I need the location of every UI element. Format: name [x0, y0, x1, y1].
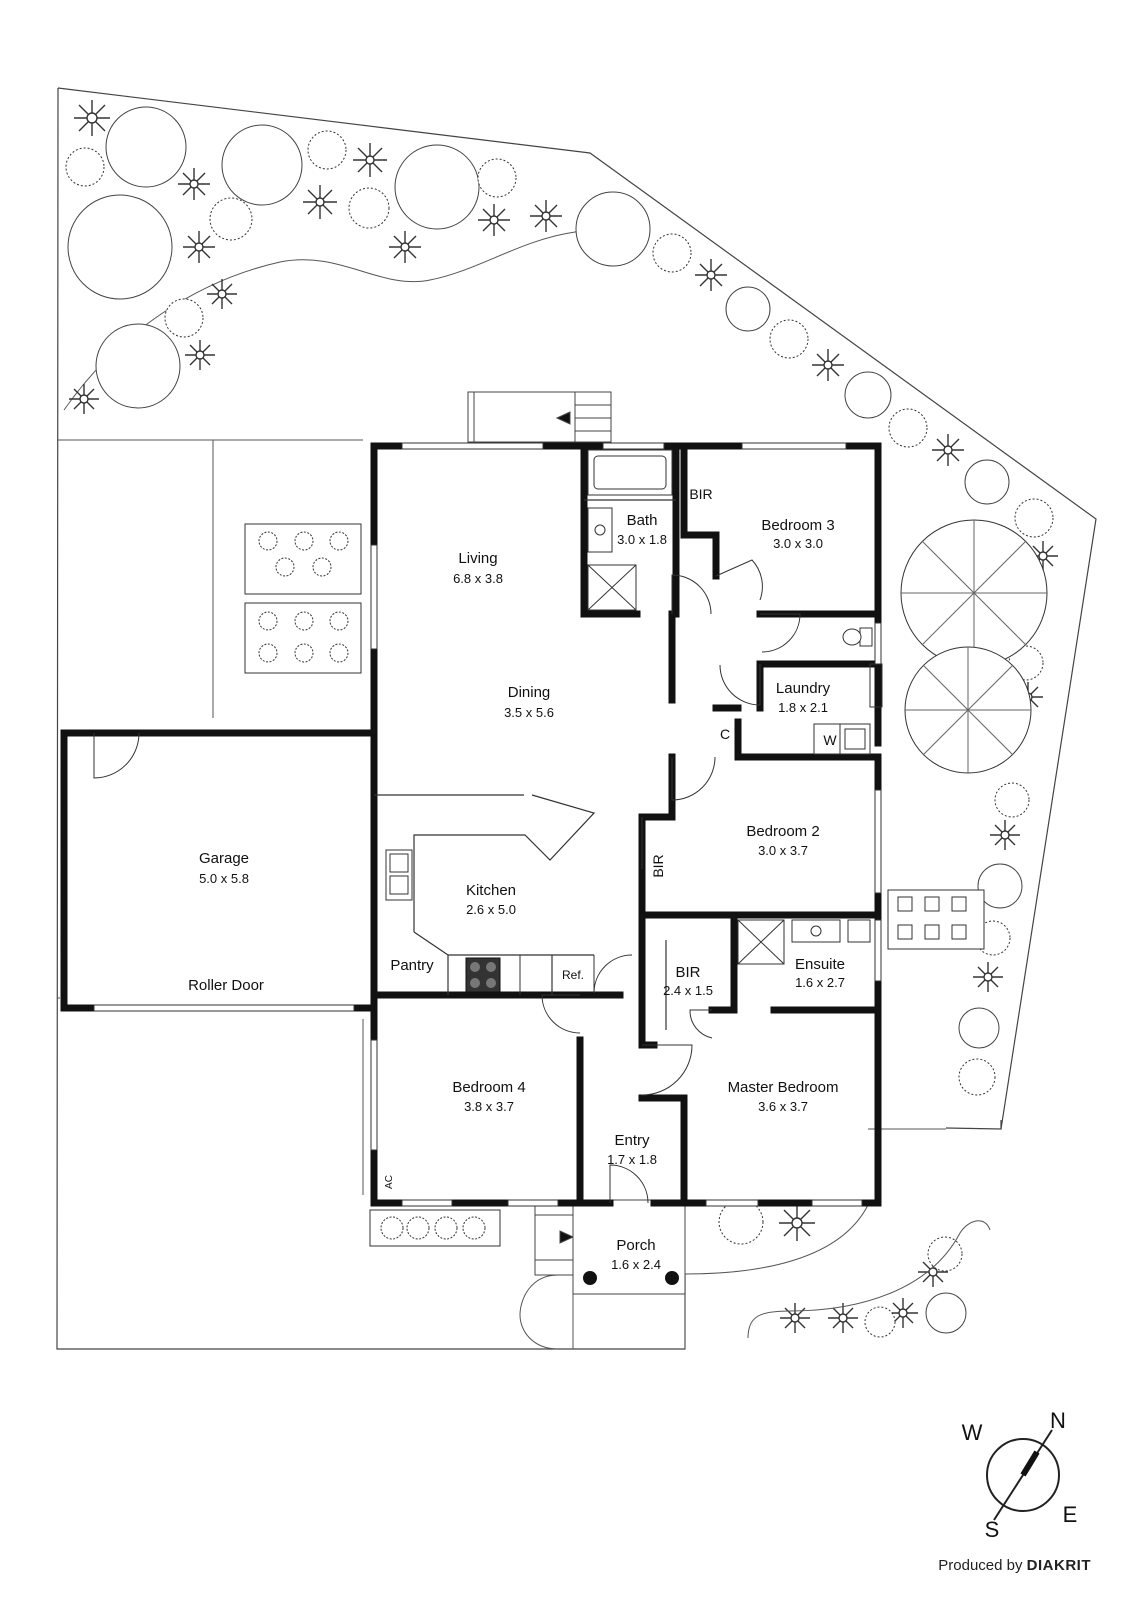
entry-label: Entry 1.7 x 1.8 [607, 1132, 657, 1167]
room-dims: 1.8 x 2.1 [778, 700, 828, 715]
bath-label: Bath 3.0 x 1.8 [617, 512, 667, 547]
room-dims: 3.5 x 5.6 [504, 705, 554, 720]
bedroom2-label: Bedroom 2 3.0 x 3.7 [746, 823, 819, 858]
windows [93, 442, 882, 1207]
outdoor-pavers [887, 889, 985, 950]
room-name: Bedroom 2 [746, 823, 819, 840]
room-dims: 3.0 x 3.7 [758, 843, 808, 858]
kitchen-label: Kitchen 2.6 x 5.0 [466, 882, 516, 917]
room-name: Kitchen [466, 882, 516, 899]
shrubs [65, 130, 1054, 1338]
room-name: Bedroom 4 [452, 1079, 525, 1096]
fridge-label: Ref. [562, 968, 584, 982]
credit-prefix: Produced by [938, 1557, 1023, 1574]
bathtub [587, 449, 673, 496]
bir-master-label: BIR 2.4 x 1.5 [663, 964, 713, 998]
room-name: BIR [675, 964, 700, 981]
porch-slab [572, 1199, 686, 1295]
room-name: Entry [614, 1132, 650, 1149]
ensuite-shower [737, 919, 785, 965]
front-hedge [369, 1209, 501, 1247]
compass-e: E [1063, 1502, 1078, 1527]
room-name: Ensuite [795, 956, 845, 973]
front-steps [534, 1199, 575, 1276]
ac-label: AC [384, 1175, 395, 1189]
compass-n: N [1050, 1408, 1066, 1433]
compass-w: W [962, 1420, 983, 1445]
toilet-laundry [842, 627, 873, 647]
master-label: Master Bedroom 3.6 x 3.7 [728, 1079, 839, 1114]
laundry-label: Laundry 1.8 x 2.1 [776, 680, 831, 715]
room-name: Dining [508, 684, 551, 701]
porch-label: Porch 1.6 x 2.4 [611, 1237, 661, 1272]
room-name: Porch [616, 1237, 655, 1254]
kitchen-sink [385, 849, 413, 901]
room-dims: 1.6 x 2.4 [611, 1257, 661, 1272]
room-dims: 3.0 x 1.8 [617, 532, 667, 547]
pantry-label: Pantry [390, 957, 434, 974]
room-dims: 1.6 x 2.7 [795, 975, 845, 990]
star-plants [69, 100, 1058, 1333]
bed-plants [258, 531, 349, 663]
room-dims: 2.6 x 5.0 [466, 902, 516, 917]
ensuite-vanity [791, 919, 871, 943]
washer-label: W [823, 732, 837, 748]
roller-door-label: Roller Door [188, 977, 264, 994]
room-name: Bedroom 3 [761, 517, 834, 534]
producer-credit: Produced by DIAKRIT [938, 1557, 1091, 1574]
dining-label: Dining 3.5 x 5.6 [504, 684, 554, 720]
credit-brand: DIAKRIT [1026, 1557, 1091, 1574]
room-dims: 5.0 x 5.8 [199, 871, 249, 886]
bedroom3-label: Bedroom 3 3.0 x 3.0 [761, 517, 834, 551]
room-dims: 2.4 x 1.5 [663, 983, 713, 998]
paths [57, 439, 991, 1350]
shower [587, 564, 637, 611]
bath-vanity [587, 507, 613, 553]
room-name: Bath [627, 512, 658, 529]
compass: N W E S [962, 1408, 1078, 1542]
cooktop [465, 957, 501, 993]
room-name: Garage [199, 850, 249, 867]
compass-s: S [985, 1517, 1000, 1542]
bedroom4-label: Bedroom 4 3.8 x 3.7 [452, 1079, 525, 1114]
room-name: Living [458, 550, 497, 567]
bir-bed3-label: BIR [689, 486, 712, 502]
room-dims: 1.7 x 1.8 [607, 1152, 657, 1167]
room-name: Master Bedroom [728, 1079, 839, 1096]
rear-steps [467, 391, 612, 443]
room-dims: 3.6 x 3.7 [758, 1099, 808, 1114]
cupboard-label: C [720, 726, 730, 742]
room-name: Laundry [776, 680, 831, 697]
garage-label: Garage 5.0 x 5.8 [199, 850, 249, 886]
room-dims: 6.8 x 3.8 [453, 571, 503, 586]
thin-walls [374, 499, 676, 1030]
large-trees [900, 519, 1048, 774]
bir-bed2-label: BIR [650, 854, 666, 877]
room-dims: 3.8 x 3.7 [464, 1099, 514, 1114]
living-label: Living 6.8 x 3.8 [453, 550, 503, 586]
laundry-trough [813, 723, 871, 755]
ensuite-label: Ensuite 1.6 x 2.7 [795, 956, 845, 990]
room-dims: 3.0 x 3.0 [773, 536, 823, 551]
doors [93, 559, 883, 1204]
trees [67, 106, 1023, 1334]
